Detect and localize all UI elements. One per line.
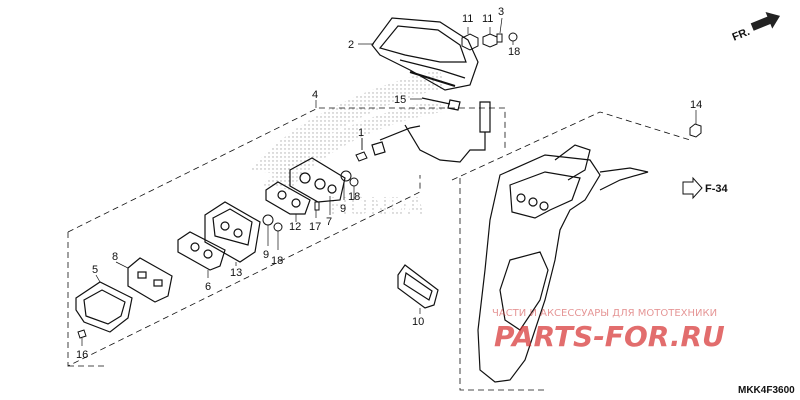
callout-4: 4 (312, 89, 318, 101)
leader-lines (81, 43, 697, 346)
callout-10: 10 (412, 316, 424, 328)
callout-14: 14 (690, 99, 702, 111)
gasket-12 (265, 181, 311, 215)
nut-9b (262, 214, 274, 226)
rear-fender (477, 144, 649, 383)
washer-18a (508, 32, 518, 42)
lamp-unit-13 (204, 201, 261, 263)
washer-18b (349, 177, 359, 187)
reflector-10 (397, 264, 439, 309)
callout-18c: 18 (271, 255, 283, 267)
callout-13: 13 (230, 267, 242, 279)
nut-9a (340, 170, 352, 182)
callout-12: 12 (289, 221, 301, 233)
callout-2: 2 (348, 39, 354, 51)
svg-text:HONDA: HONDA (330, 191, 426, 221)
callouts: 11 11 3 18 2 4 15 1 9 18 7 17 12 9 18 13… (76, 6, 702, 361)
honda-wing-logo: HONDA (250, 70, 445, 221)
callout-8: 8 (112, 251, 118, 263)
group-box-4 (67, 107, 506, 367)
nut-11b (482, 33, 498, 48)
grommet-1 (355, 151, 368, 162)
screw-17 (314, 201, 320, 211)
screw-16 (77, 329, 87, 339)
callout-18b: 18 (348, 191, 360, 203)
callout-5: 5 (92, 264, 98, 276)
arrow-right-icon (750, 11, 781, 31)
callout-16: 16 (76, 349, 88, 361)
collar-3 (496, 33, 503, 43)
callout-17: 17 (309, 221, 321, 233)
license-lamp-7 (289, 157, 346, 203)
callout-9b: 9 (263, 249, 269, 261)
socket-8 (127, 257, 173, 303)
diagram-code: MKK4F3600 (738, 385, 795, 396)
watermark-subtitle: ЧАСТИ И АКСЕССУАРЫ ДЛЯ МОТОТЕХНИКИ (492, 308, 717, 319)
callout-1: 1 (358, 127, 364, 139)
callout-11a: 11 (462, 13, 473, 25)
group-box-fender (451, 111, 691, 391)
wire-harness-15 (371, 97, 491, 163)
callout-6: 6 (205, 281, 211, 293)
callout-15: 15 (394, 94, 406, 106)
washer-18c (273, 222, 283, 232)
bolt-14 (689, 123, 702, 138)
callout-9a: 9 (340, 203, 346, 215)
callout-11b: 11 (482, 13, 493, 25)
tail-light-housing (371, 17, 479, 91)
callout-3: 3 (498, 6, 504, 18)
callout-7: 7 (326, 216, 332, 228)
cover-5 (75, 281, 133, 333)
callout-18a: 18 (508, 46, 520, 58)
front-indicator: FR. (731, 11, 781, 44)
nut-11a (461, 33, 479, 51)
watermark-site: PARTS-FOR.RU (494, 320, 725, 353)
front-label: FR. (731, 26, 752, 44)
ref-label: F-34 (705, 183, 729, 195)
hollow-arrow-icon (682, 176, 703, 200)
ref-f34: F-34 (682, 176, 729, 200)
lens-6 (177, 231, 226, 271)
